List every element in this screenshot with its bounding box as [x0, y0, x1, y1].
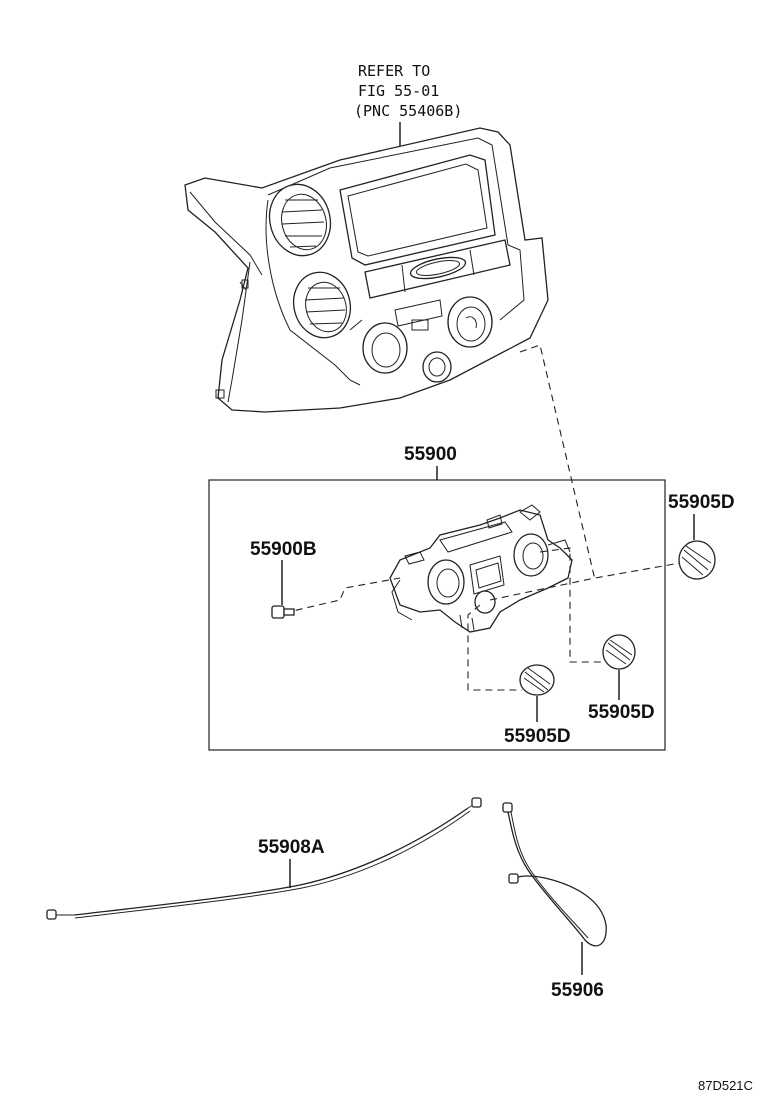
reference-line-2: FIG 55-01 [358, 82, 439, 100]
label-55906: 55906 [551, 980, 604, 1001]
reference-line-3: (PNC 55406B) [354, 102, 462, 120]
screw-part [271, 605, 295, 619]
label-55905d-lower: 55905D [504, 726, 571, 747]
alignment-dashed-line [519, 344, 596, 581]
screw-guide-line [283, 577, 401, 614]
heater-control-unit [389, 504, 573, 633]
knob-middle-guide-line [539, 547, 608, 663]
assembly-group: 55900 55900B [208, 444, 681, 751]
assembly-box [208, 479, 666, 751]
knob-middle-part [602, 634, 636, 670]
knob-lower-guide-line [467, 604, 522, 691]
reference-line-1: REFER TO [358, 62, 430, 80]
label-55908a: 55908A [258, 837, 325, 858]
reference-note: REFER TO FIG 55-01 (PNC 55406B) [354, 62, 462, 152]
label-55900: 55900 [404, 444, 457, 465]
figure-code: 87D521C [698, 1078, 753, 1093]
knob-lower-part [519, 664, 555, 696]
cable-loop-part [502, 802, 607, 947]
knob-right-part [678, 540, 716, 580]
label-55905d-middle: 55905D [588, 702, 655, 723]
label-55900b: 55900B [250, 539, 317, 560]
center-cluster-panel [184, 127, 549, 413]
cable-long-part [46, 797, 482, 920]
label-55905d-right: 55905D [668, 492, 735, 513]
